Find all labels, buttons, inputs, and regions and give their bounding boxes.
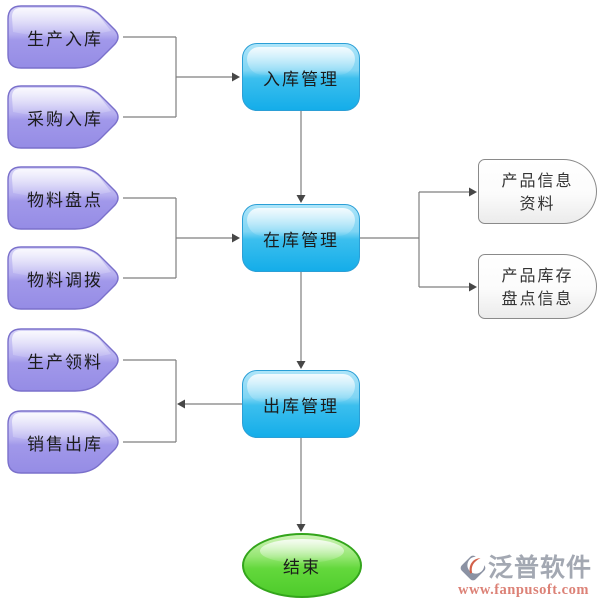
label-line-1: 产品信息 (501, 170, 574, 190)
node-production-picking: 生产领料 (7, 328, 123, 392)
node-label: 生产领料 (27, 352, 103, 373)
node-product-stock-count: 产品库存 盘点信息 (478, 254, 597, 319)
node-label: 出库管理 (263, 396, 339, 417)
label-line-2: 盘点信息 (501, 288, 574, 308)
pentagon-shape (7, 328, 119, 392)
label-line-1: 产品库存 (501, 265, 574, 285)
node-production-inbound: 生产入库 (7, 5, 123, 69)
node-label: 采购入库 (27, 109, 103, 130)
arrow-warehouse-to-outbound (296, 361, 306, 369)
watermark: 泛普软件 www.fanpusoft.com (458, 553, 592, 599)
node-sales-outbound: 销售出库 (7, 410, 123, 474)
pentagon-shape (7, 410, 119, 474)
arrow-into-inbound (232, 72, 240, 82)
connector-lines (123, 36, 469, 524)
node-label: 在库管理 (263, 230, 339, 251)
arrow-into-stock-count (469, 282, 477, 292)
node-label: 结束 (283, 558, 321, 578)
arrowheads (177, 72, 477, 532)
node-label: 生产入库 (27, 29, 103, 50)
node-label: 物料调拨 (27, 270, 103, 291)
node-warehouse-management: 在库管理 (242, 204, 360, 272)
node-end: 结束 (242, 533, 362, 598)
fanpu-logo-icon (460, 555, 486, 581)
watermark-url: www.fanpusoft.com (457, 582, 589, 598)
node-product-info: 产品信息 资料 (478, 159, 597, 224)
node-inbound-management: 入库管理 (242, 43, 360, 111)
arrow-inbound-to-warehouse (296, 195, 306, 203)
node-material-count: 物料盘点 (7, 166, 123, 230)
arrow-out-of-outbound (177, 399, 185, 409)
node-label: 物料盘点 (27, 190, 103, 211)
arrow-into-product-info (469, 187, 477, 197)
node-label: 产品信息 资料 (501, 169, 573, 215)
node-outbound-management: 出库管理 (242, 370, 360, 438)
node-label: 入库管理 (263, 69, 339, 90)
node-material-transfer: 物料调拨 (7, 246, 123, 310)
pentagon-shape (7, 246, 119, 310)
node-label: 产品库存 盘点信息 (501, 264, 573, 310)
pentagon-shape (7, 85, 119, 149)
pentagon-shape (7, 5, 119, 69)
pentagon-shape (7, 166, 119, 230)
arrow-into-warehouse (232, 233, 240, 243)
arrow-outbound-to-end (296, 524, 306, 532)
node-label: 销售出库 (27, 434, 103, 455)
watermark-brand-row: 泛普软件 (458, 553, 592, 583)
node-purchase-inbound: 采购入库 (7, 85, 123, 149)
label-line-2: 资料 (519, 193, 556, 213)
watermark-brand-text: 泛普软件 (487, 553, 592, 582)
